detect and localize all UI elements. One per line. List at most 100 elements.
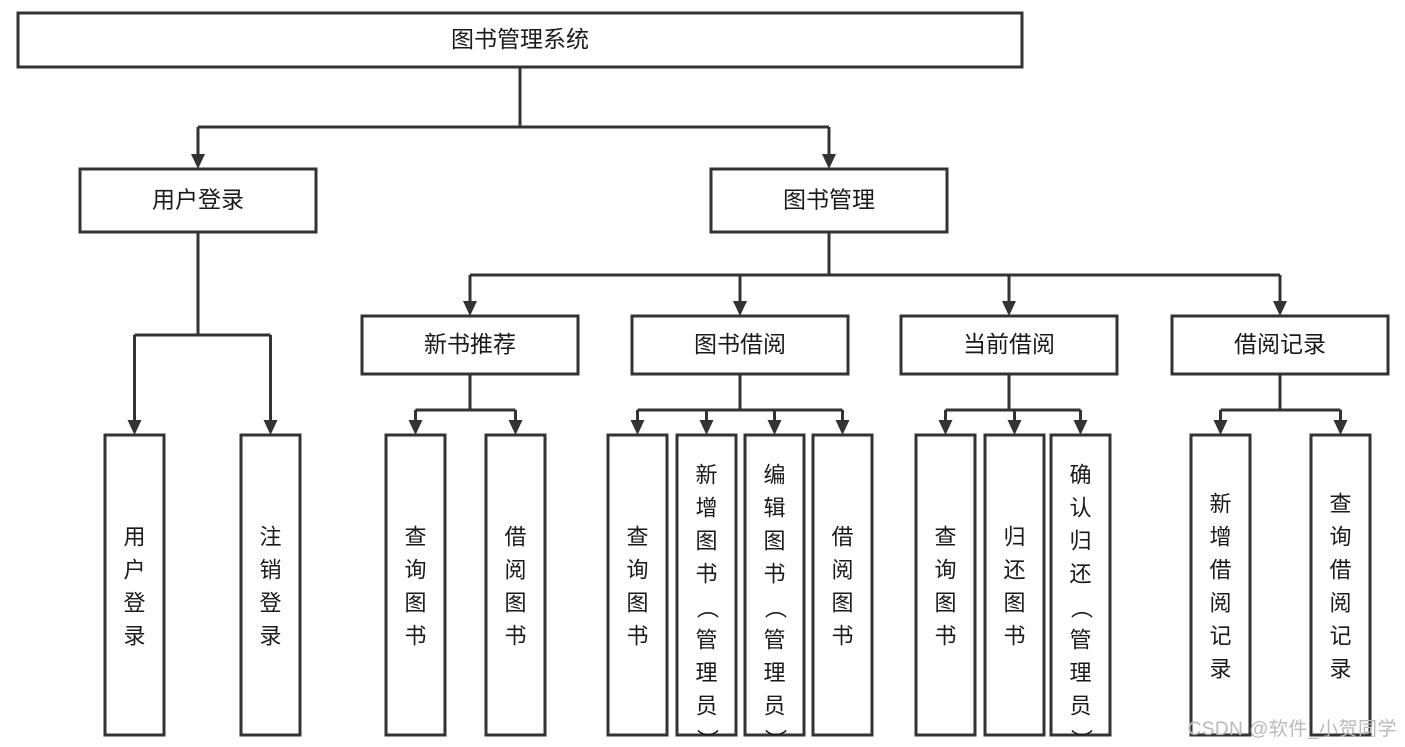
svg-text:书: 书 (504, 624, 526, 649)
leaf-8-box[interactable] (914, 433, 977, 737)
svg-text:录: 录 (259, 624, 281, 649)
svg-text:询: 询 (934, 558, 956, 583)
level3-1-label: 图书借阅 (694, 331, 786, 357)
svg-text:图: 图 (763, 529, 785, 554)
svg-text:员: 员 (763, 694, 785, 719)
svg-text:还: 还 (1003, 558, 1025, 583)
leaf-6-box[interactable] (743, 433, 806, 737)
leaf-4-box[interactable] (606, 433, 669, 737)
leaf-7-box[interactable] (811, 433, 874, 737)
level2-1-label: 图书管理 (783, 187, 875, 213)
leaf-10-box[interactable] (1049, 433, 1112, 737)
arrow-head-icon (1002, 301, 1016, 316)
svg-text:新: 新 (695, 463, 717, 488)
arrow-head-icon (767, 420, 782, 435)
svg-text:查: 查 (934, 525, 956, 550)
svg-text:记: 记 (1209, 624, 1231, 649)
leaf-11-box[interactable] (1189, 433, 1252, 737)
root-box[interactable] (16, 11, 1024, 69)
level3-2-box[interactable] (899, 314, 1119, 376)
svg-text:（: （ (695, 597, 720, 619)
level3-0-box[interactable] (360, 314, 580, 376)
svg-text:书: 书 (695, 562, 717, 587)
svg-text:）: ） (695, 729, 720, 747)
svg-text:销: 销 (259, 558, 281, 583)
arrow-head-icon (191, 154, 205, 169)
leaf-0-box[interactable] (103, 433, 166, 737)
node-layer: 图书管理系统用户登录图书管理新书推荐图书借阅当前借阅借阅记录用户登录注销登录查询… (16, 11, 1390, 747)
svg-text:理: 理 (1069, 661, 1091, 686)
svg-text:编: 编 (763, 463, 785, 488)
svg-text:员: 员 (695, 694, 717, 719)
leaf-12-box[interactable] (1309, 433, 1372, 737)
level2-0-label: 用户登录 (152, 187, 244, 213)
arrow-head-icon (1007, 420, 1022, 435)
svg-text:询: 询 (1329, 525, 1351, 550)
svg-text:图: 图 (404, 591, 426, 616)
arrow-head-icon (463, 301, 477, 316)
leaf-1-box[interactable] (239, 433, 302, 737)
level3-1-box[interactable] (630, 314, 850, 376)
level3-2-label: 当前借阅 (963, 331, 1055, 357)
svg-text:询: 询 (626, 558, 648, 583)
arrow-head-icon (1073, 420, 1088, 435)
svg-text:管: 管 (695, 628, 717, 653)
level3-3-box[interactable] (1170, 314, 1390, 376)
arrow-head-icon (1213, 420, 1228, 435)
leaf-9-box[interactable] (983, 433, 1046, 737)
svg-text:增: 增 (695, 496, 717, 521)
svg-text:书: 书 (1003, 624, 1025, 649)
svg-text:图: 图 (831, 591, 853, 616)
svg-text:认: 认 (1069, 496, 1091, 521)
svg-text:查: 查 (404, 525, 426, 550)
leaf-5-box[interactable] (675, 433, 738, 737)
svg-text:还: 还 (1069, 562, 1091, 587)
svg-text:询: 询 (404, 558, 426, 583)
svg-text:查: 查 (1329, 492, 1351, 517)
level2-0-box[interactable] (78, 167, 318, 234)
svg-text:图: 图 (1003, 591, 1025, 616)
leaf-2-box[interactable] (384, 433, 447, 737)
svg-text:归: 归 (1003, 525, 1025, 550)
svg-text:用: 用 (123, 525, 145, 550)
arrow-head-icon (822, 154, 836, 169)
svg-text:书: 书 (626, 624, 648, 649)
svg-text:登: 登 (259, 591, 281, 616)
leaf-3-box[interactable] (484, 433, 547, 737)
svg-text:借: 借 (1209, 558, 1231, 583)
arrow-head-icon (733, 301, 747, 316)
svg-text:理: 理 (763, 661, 785, 686)
svg-text:理: 理 (695, 661, 717, 686)
svg-text:新: 新 (1209, 492, 1231, 517)
level2-1-box[interactable] (709, 167, 949, 234)
svg-text:管: 管 (763, 628, 785, 653)
connector-layer (127, 67, 1348, 435)
svg-text:书: 书 (404, 624, 426, 649)
leaf-0-label: 用户登录 (123, 525, 145, 649)
svg-text:阅: 阅 (831, 558, 853, 583)
arrow-head-icon (408, 420, 423, 435)
svg-text:借: 借 (504, 525, 526, 550)
svg-text:登: 登 (123, 591, 145, 616)
arrow-head-icon (263, 420, 278, 435)
arrow-head-icon (938, 420, 953, 435)
level3-3-label: 借阅记录 (1234, 331, 1326, 357)
svg-text:图: 图 (934, 591, 956, 616)
svg-text:图: 图 (504, 591, 526, 616)
svg-text:员: 员 (1069, 694, 1091, 719)
svg-text:阅: 阅 (504, 558, 526, 583)
svg-text:借: 借 (1329, 558, 1351, 583)
arrow-head-icon (1333, 420, 1348, 435)
arrow-head-icon (630, 420, 645, 435)
svg-text:户: 户 (123, 558, 145, 583)
svg-text:借: 借 (831, 525, 853, 550)
